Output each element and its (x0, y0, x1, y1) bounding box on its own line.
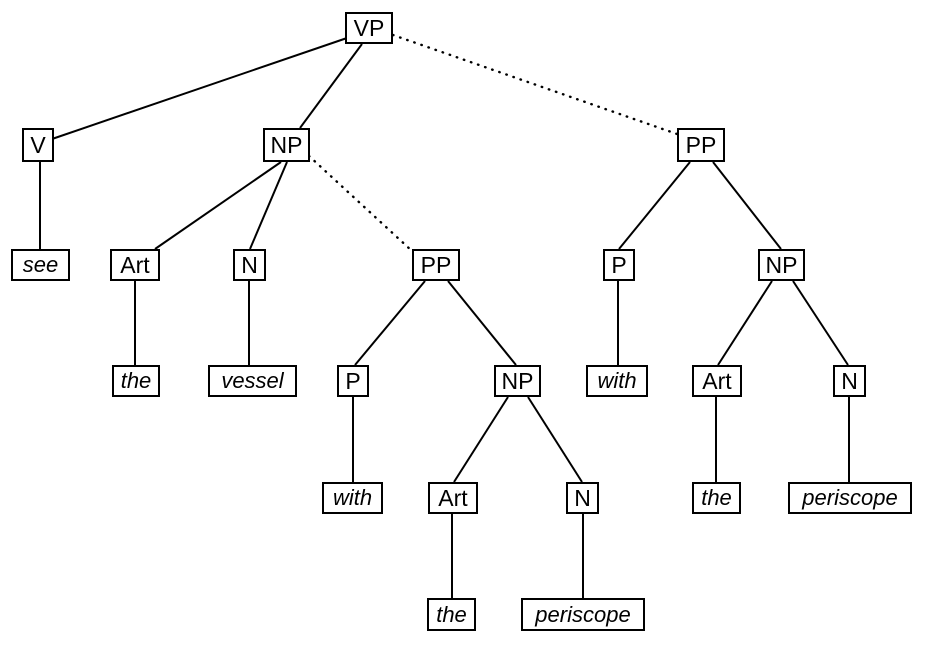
category-node-np1[interactable]: NP (263, 128, 310, 162)
tree-edge-pp_mid-to-p_mid (354, 280, 426, 366)
category-node-p_mid[interactable]: P (337, 365, 369, 397)
tree-edge-np_mid-to-art_m (453, 396, 509, 483)
category-node-art_r[interactable]: Art (692, 365, 742, 397)
tree-edge-pp_mid-to-np_mid (447, 280, 517, 366)
category-node-n1[interactable]: N (233, 249, 266, 281)
category-node-n_m[interactable]: N (566, 482, 599, 514)
leaf-node-see[interactable]: see (11, 249, 70, 281)
tree-edge-np_right-to-art_r (717, 280, 773, 366)
leaf-node-peri_m[interactable]: periscope (521, 598, 645, 631)
leaf-node-peri_r[interactable]: periscope (788, 482, 912, 514)
leaf-node-with_r[interactable]: with (586, 365, 648, 397)
category-node-np_mid[interactable]: NP (494, 365, 541, 397)
tree-edge-vp-to-np1 (299, 43, 363, 129)
category-node-art1[interactable]: Art (110, 249, 160, 281)
tree-edge-np1-to-art1 (154, 161, 282, 250)
leaf-node-the1[interactable]: the (112, 365, 160, 397)
category-node-v[interactable]: V (22, 128, 54, 162)
category-node-p_right[interactable]: P (603, 249, 635, 281)
leaf-node-the_r[interactable]: the (692, 482, 741, 514)
tree-edge-np_mid-to-n_m (527, 396, 583, 483)
category-node-n_r[interactable]: N (833, 365, 866, 397)
leaf-node-with_m[interactable]: with (322, 482, 383, 514)
category-node-pp_mid[interactable]: PP (412, 249, 460, 281)
tree-edge-pp_right-to-p_right (618, 161, 691, 250)
category-node-vp[interactable]: VP (345, 12, 393, 44)
leaf-node-vessel[interactable]: vessel (208, 365, 297, 397)
tree-edge-np1-to-pp_mid (307, 154, 414, 253)
tree-edge-np1-to-n1 (249, 161, 288, 250)
category-node-np_right[interactable]: NP (758, 249, 805, 281)
tree-edge-vp-to-v (51, 37, 348, 140)
tree-edge-np_right-to-n_r (792, 280, 849, 366)
tree-edge-vp-to-pp_right (391, 33, 679, 136)
category-node-art_m[interactable]: Art (428, 482, 478, 514)
tree-edge-pp_right-to-np_right (712, 161, 782, 250)
category-node-pp_right[interactable]: PP (677, 128, 725, 162)
leaf-node-the_m[interactable]: the (427, 598, 476, 631)
